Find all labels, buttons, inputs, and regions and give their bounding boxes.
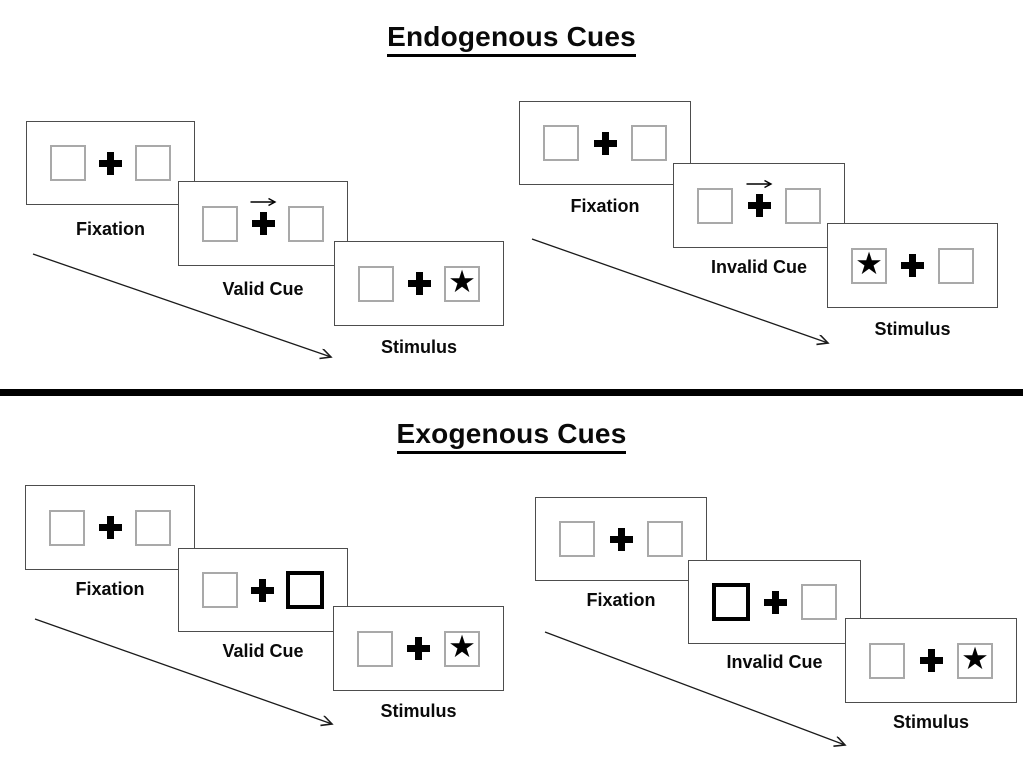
step-label-valid-cue: Valid Cue — [222, 279, 304, 299]
cue-box-right — [286, 571, 324, 609]
target-box-right: ★ — [444, 628, 480, 667]
fixation-cross-icon — [764, 590, 787, 614]
placeholder-box-left — [358, 265, 394, 302]
fixation-panel — [25, 485, 195, 570]
fixation-cross-icon — [746, 179, 773, 217]
target-box-right: ★ — [444, 263, 480, 302]
fixation-cross-icon — [919, 649, 943, 672]
placeholder-box-left — [49, 509, 85, 546]
cue-arrow-right-icon — [250, 197, 277, 207]
fixation-cross-icon — [250, 197, 277, 235]
cue-box-left — [712, 583, 750, 621]
star-icon: ★ — [448, 628, 476, 665]
timeline-arrow-icon — [34, 618, 340, 731]
stimulus-panel: ★ — [827, 223, 998, 308]
fixation-panel — [535, 497, 707, 581]
fixation-cross-icon — [407, 272, 431, 295]
exogenous-section-title: Exogenous Cues — [396, 417, 627, 454]
step-label-stimulus: Stimulus — [380, 337, 457, 357]
placeholder-box-left — [543, 125, 579, 161]
endogenous-section-title: Endogenous Cues — [387, 20, 636, 57]
target-box-left: ★ — [851, 245, 887, 284]
step-label-fixation: Fixation — [75, 219, 145, 239]
placeholder-box-left — [202, 205, 238, 242]
step-label-fixation: Fixation — [570, 196, 640, 216]
step-label-valid-cue: Valid Cue — [222, 641, 304, 661]
step-label-stimulus: Stimulus — [892, 712, 969, 732]
placeholder-box-right — [135, 145, 171, 181]
step-label-invalid-cue: Invalid Cue — [710, 257, 808, 277]
placeholder-box-left — [357, 630, 393, 667]
timeline-arrow-icon — [544, 631, 855, 752]
fixation-cross-icon — [250, 578, 274, 602]
invalid-cue-panel — [673, 163, 845, 248]
placeholder-box-right — [647, 521, 683, 557]
placeholder-box-right — [631, 125, 667, 161]
stimulus-panel: ★ — [334, 241, 504, 326]
placeholder-box-left — [50, 145, 86, 181]
timeline-arrow-icon — [531, 238, 839, 351]
exogenous-section-title-row: Exogenous Cues — [0, 417, 1023, 454]
invalid-cue-panel — [688, 560, 861, 644]
fixation-panel — [26, 121, 195, 205]
section-divider — [0, 389, 1023, 396]
placeholder-box-right — [785, 187, 821, 224]
stimulus-panel: ★ — [333, 606, 504, 691]
fixation-cross-icon — [99, 151, 122, 175]
valid-cue-panel — [178, 548, 348, 632]
placeholder-box-left — [202, 572, 238, 608]
step-label-stimulus: Stimulus — [874, 319, 951, 339]
fixation-cross-icon — [901, 254, 924, 277]
step-label-stimulus: Stimulus — [380, 701, 457, 721]
fixation-cross-icon — [98, 516, 122, 539]
star-icon: ★ — [855, 245, 883, 282]
step-label-fixation: Fixation — [75, 579, 145, 599]
placeholder-box-left — [697, 187, 733, 224]
fixation-cross-icon — [609, 527, 633, 551]
placeholder-box-right — [801, 584, 837, 620]
step-label-invalid-cue: Invalid Cue — [726, 652, 823, 672]
valid-cue-panel — [178, 181, 348, 266]
fixation-panel — [519, 101, 691, 185]
target-box-right: ★ — [957, 640, 993, 679]
placeholder-box-right — [288, 205, 324, 242]
placeholder-box-right — [135, 509, 171, 546]
fixation-cross-icon — [593, 131, 617, 155]
timeline-arrow-icon — [32, 253, 343, 366]
stimulus-panel: ★ — [845, 618, 1017, 703]
fixation-cross-icon — [407, 637, 430, 660]
placeholder-box-right — [938, 247, 974, 284]
cue-arrow-right-icon — [746, 179, 773, 189]
endogenous-section-title-row: Endogenous Cues — [0, 20, 1023, 57]
star-icon: ★ — [448, 263, 476, 300]
placeholder-box-left — [559, 521, 595, 557]
star-icon: ★ — [961, 640, 989, 677]
placeholder-box-left — [869, 642, 905, 679]
step-label-fixation: Fixation — [586, 590, 656, 610]
